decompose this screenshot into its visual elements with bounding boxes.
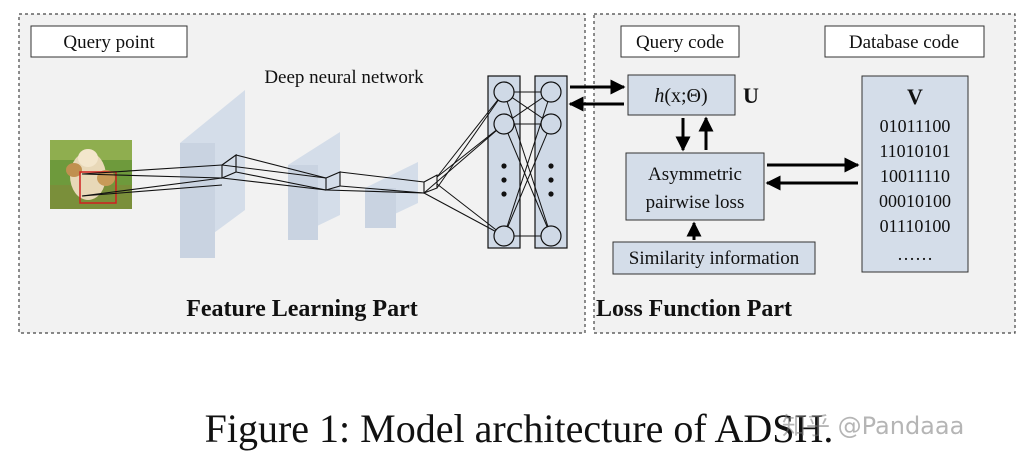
watermark: 知乎 @Pandaaa [782, 412, 965, 440]
code-row: …… [897, 244, 933, 264]
similarity-label: Similarity information [629, 248, 800, 269]
database-code-label: Database code [849, 32, 959, 53]
loss-line-2: pairwise loss [646, 192, 745, 213]
feature-part-title: Feature Learning Part [186, 296, 418, 322]
conv-block-3 [365, 162, 418, 228]
loss-part-title: Loss Function Part [596, 296, 792, 322]
figure-caption: Figure 1: Model architecture of ADSH. [205, 406, 834, 451]
network-label: Deep neural network [264, 67, 424, 88]
flow-arrows [568, 79, 860, 240]
code-row: 11010101 [879, 141, 950, 161]
receptive-field-lines [81, 153, 438, 197]
code-row: 01011100 [880, 116, 951, 136]
fc-layer-2 [534, 75, 568, 249]
loss-box: Asymmetric pairwise loss [625, 152, 765, 221]
neuron [493, 113, 515, 135]
feature-learning-panel: Query point Deep neural network [18, 13, 586, 334]
hash-function-label: h(x;Θ) [654, 85, 707, 107]
code-row: 00010100 [879, 191, 951, 211]
hash-function-box: h(x;Θ) [627, 74, 736, 116]
query-code-box: Query code [620, 25, 740, 58]
neuron [493, 81, 515, 103]
fc-layers [423, 75, 568, 249]
v-label: V [907, 84, 923, 109]
query-point-box: Query point [30, 25, 188, 58]
loss-line-1: Asymmetric [648, 164, 742, 185]
u-label: U [743, 83, 759, 108]
database-code-box: Database code [824, 25, 985, 58]
query-image [50, 140, 132, 209]
loss-function-panel: Query code Database code h(x;Θ) U Asymme… [568, 13, 1016, 334]
neuron [540, 225, 562, 247]
neuron [493, 225, 515, 247]
neuron [540, 113, 562, 135]
query-code-label: Query code [636, 32, 724, 53]
conv-block-1 [180, 90, 245, 258]
code-row: 10011110 [880, 166, 950, 186]
code-row: 01110100 [880, 216, 951, 236]
database-code-matrix: V 01011100 11010101 10011110 00010100 01… [861, 75, 969, 273]
neuron [540, 81, 562, 103]
query-point-label: Query point [63, 32, 155, 53]
similarity-box: Similarity information [612, 241, 816, 275]
